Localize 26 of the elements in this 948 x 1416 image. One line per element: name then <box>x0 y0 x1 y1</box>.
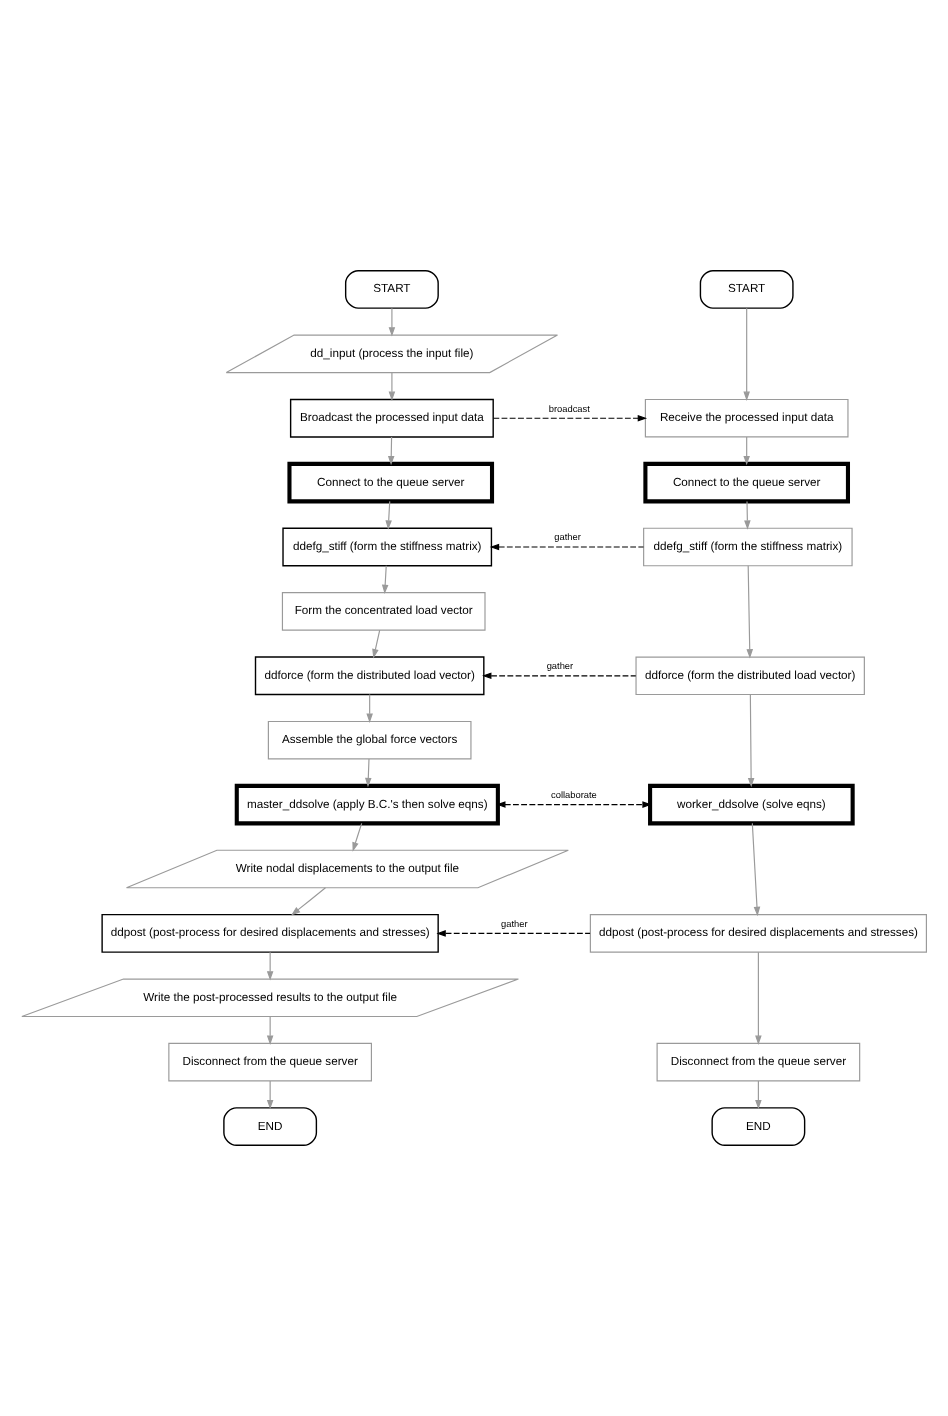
arrow <box>482 672 637 680</box>
arrow <box>388 307 396 337</box>
arrow <box>388 372 396 401</box>
arrow <box>266 1016 274 1045</box>
arrow <box>385 500 392 530</box>
arrow <box>755 1080 762 1110</box>
arrow <box>746 565 753 659</box>
arrow <box>366 694 373 723</box>
arrow <box>751 822 761 917</box>
arrow <box>743 307 750 401</box>
arrow <box>755 951 762 1045</box>
arrow <box>747 693 755 788</box>
arrow <box>365 758 372 788</box>
arrow <box>496 801 652 808</box>
arrow <box>493 414 648 422</box>
arrow <box>387 436 395 466</box>
arrow <box>381 565 389 595</box>
arrow <box>743 436 750 466</box>
arrow <box>291 887 327 916</box>
arrow <box>352 822 363 852</box>
arrow <box>436 930 591 937</box>
arrow <box>372 629 381 659</box>
arrow <box>266 951 274 981</box>
arrow <box>266 1080 274 1110</box>
arrow <box>744 500 751 530</box>
arrow <box>489 543 645 551</box>
